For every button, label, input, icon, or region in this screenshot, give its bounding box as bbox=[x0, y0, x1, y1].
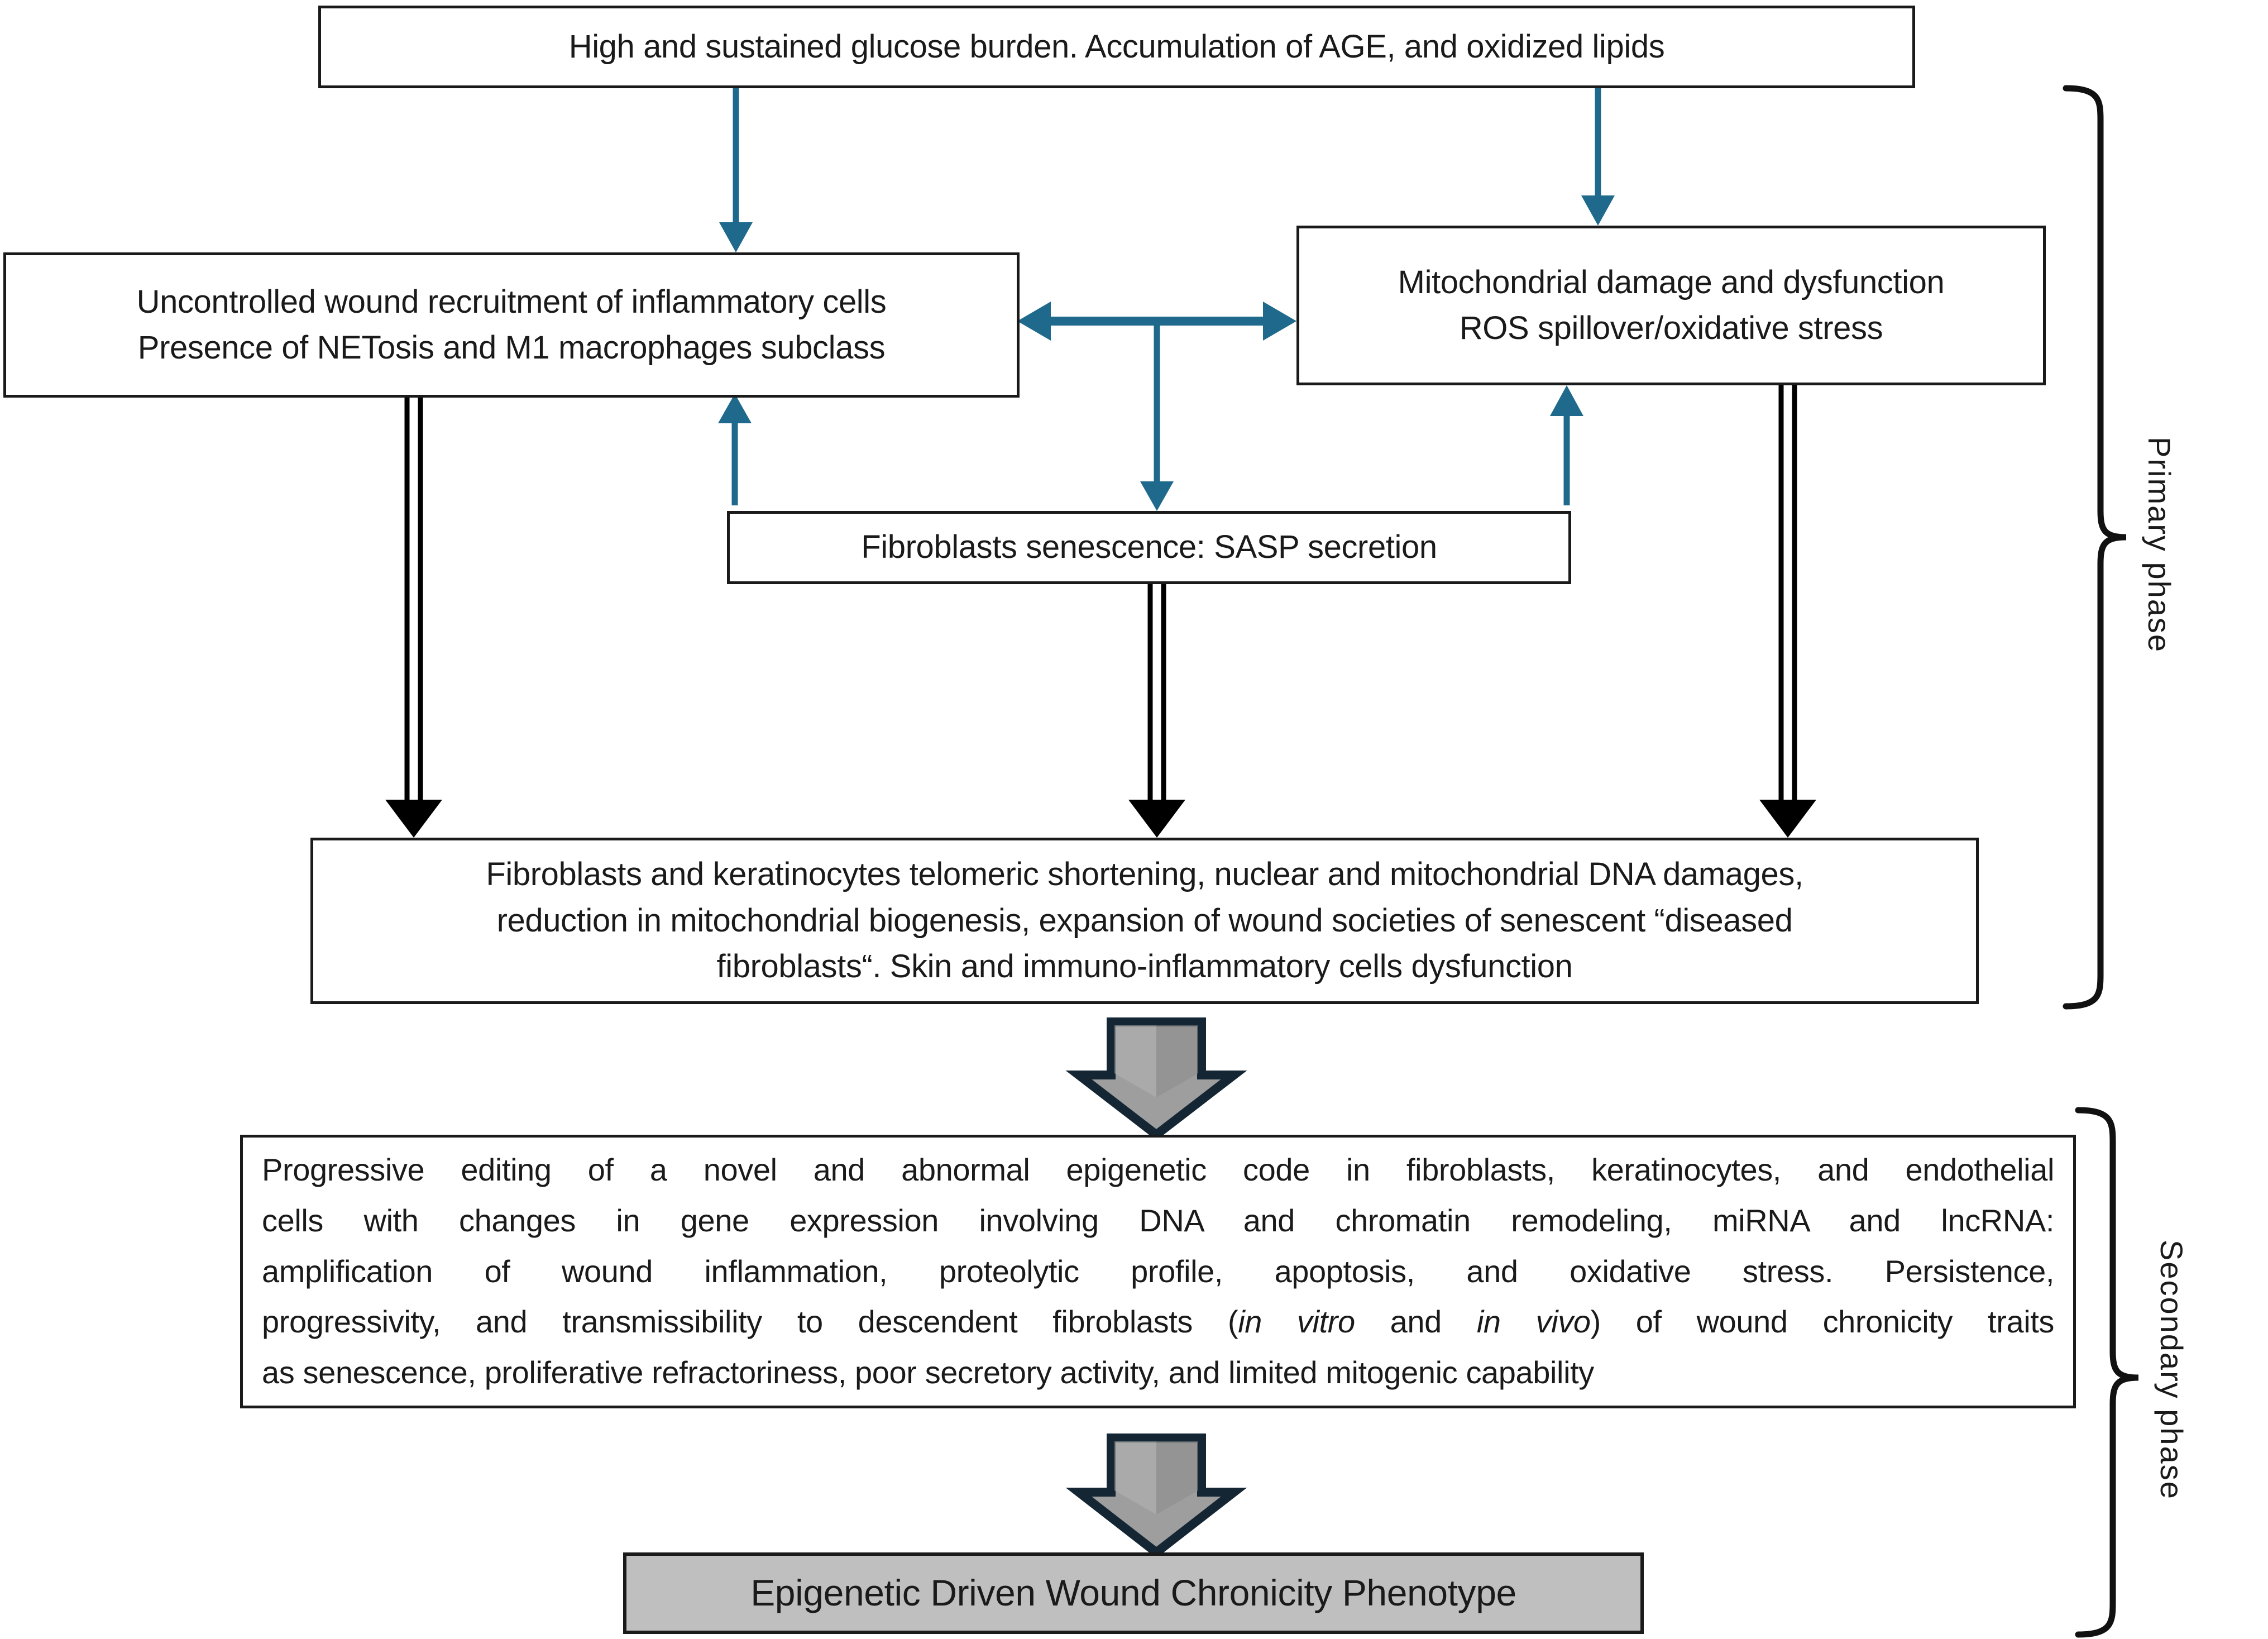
node-mitochondrial-damage-line-1: Mitochondrial damage and dysfunction bbox=[1398, 264, 1945, 300]
node-fibroblast-senescence-line-1: Fibroblasts senescence: SASP secretion bbox=[861, 529, 1437, 566]
node-glucose-burden: High and sustained glucose burden. Accum… bbox=[318, 6, 1915, 88]
node-telomeric-shortening: Fibroblasts and keratinocytes telomeric … bbox=[310, 838, 1979, 1004]
node-epigenetic-code-line-5: as senescence, proliferative refractorin… bbox=[262, 1355, 1594, 1390]
node-telomeric-shortening-line-2: reduction in mitochondrial biogenesis, e… bbox=[496, 902, 1793, 939]
bracket-secondary-phase bbox=[2075, 1107, 2139, 1638]
edge-junction-to-senescence bbox=[1140, 321, 1174, 511]
epigenetic-line4-part-a: progressivity, and transmissibility to d… bbox=[262, 1304, 1238, 1340]
phase-label-primary: Primary phase bbox=[2142, 437, 2177, 653]
node-epigenetic-code-line-4: progressivity, and transmissibility to d… bbox=[262, 1297, 2054, 1347]
edge-epigenetic-to-phenotype bbox=[1065, 1433, 1247, 1559]
node-inflammatory-cells-line-1: Uncontrolled wound recruitment of inflam… bbox=[136, 283, 887, 320]
node-phenotype-line-1: Epigenetic Driven Wound Chronicity Pheno… bbox=[750, 1572, 1516, 1614]
node-fibroblast-senescence: Fibroblasts senescence: SASP secretion bbox=[727, 511, 1571, 584]
edge-senescence-to-inflammatory bbox=[718, 394, 752, 505]
edge-senescence-to-mitochondrial bbox=[1550, 385, 1583, 505]
node-telomeric-shortening-line-3: fibroblasts“. Skin and immuno-inflammato… bbox=[716, 948, 1573, 985]
node-inflammatory-cells: Uncontrolled wound recruitment of inflam… bbox=[3, 252, 1020, 398]
edge-mitochondrial-to-telomeric bbox=[1759, 385, 1816, 838]
edge-glucose-to-inflammatory bbox=[719, 88, 753, 252]
edge-telomeric-to-epigenetic bbox=[1065, 1017, 1247, 1141]
node-mitochondrial-damage-line-2: ROS spillover/oxidative stress bbox=[1459, 310, 1883, 346]
edge-inflammatory-mitochondrial-bidirectional bbox=[1017, 302, 1296, 341]
epigenetic-line4-part-c: ) of wound chronicity traits bbox=[1590, 1304, 2055, 1340]
epigenetic-line4-italic-in-vivo: in vivo bbox=[1476, 1304, 1591, 1340]
node-phenotype: Epigenetic Driven Wound Chronicity Pheno… bbox=[623, 1552, 1644, 1634]
node-inflammatory-cells-line-2: Presence of NETosis and M1 macrophages s… bbox=[137, 329, 886, 366]
node-epigenetic-code-line-3: amplification of wound inflammation, pro… bbox=[262, 1253, 2054, 1289]
node-telomeric-shortening-line-1: Fibroblasts and keratinocytes telomeric … bbox=[486, 856, 1803, 893]
bracket-primary-phase bbox=[2063, 85, 2127, 1010]
node-epigenetic-code-line-1: Progressive editing of a novel and abnor… bbox=[262, 1152, 2054, 1188]
epigenetic-line4-part-b: and bbox=[1355, 1304, 1477, 1340]
edge-senescence-to-telomeric bbox=[1128, 584, 1185, 838]
edge-glucose-to-mitochondrial bbox=[1581, 88, 1615, 226]
node-epigenetic-code-line-2: cells with changes in gene expression in… bbox=[262, 1202, 2054, 1238]
node-epigenetic-code: Progressive editing of a novel and abnor… bbox=[240, 1135, 2076, 1408]
node-mitochondrial-damage: Mitochondrial damage and dysfunction ROS… bbox=[1296, 226, 2046, 385]
node-glucose-burden-line-1: High and sustained glucose burden. Accum… bbox=[568, 28, 1665, 65]
phase-label-secondary: Secondary phase bbox=[2154, 1240, 2189, 1500]
epigenetic-line4-italic-in-vitro: in vitro bbox=[1238, 1304, 1355, 1340]
edge-inflammatory-to-telomeric bbox=[385, 398, 442, 838]
